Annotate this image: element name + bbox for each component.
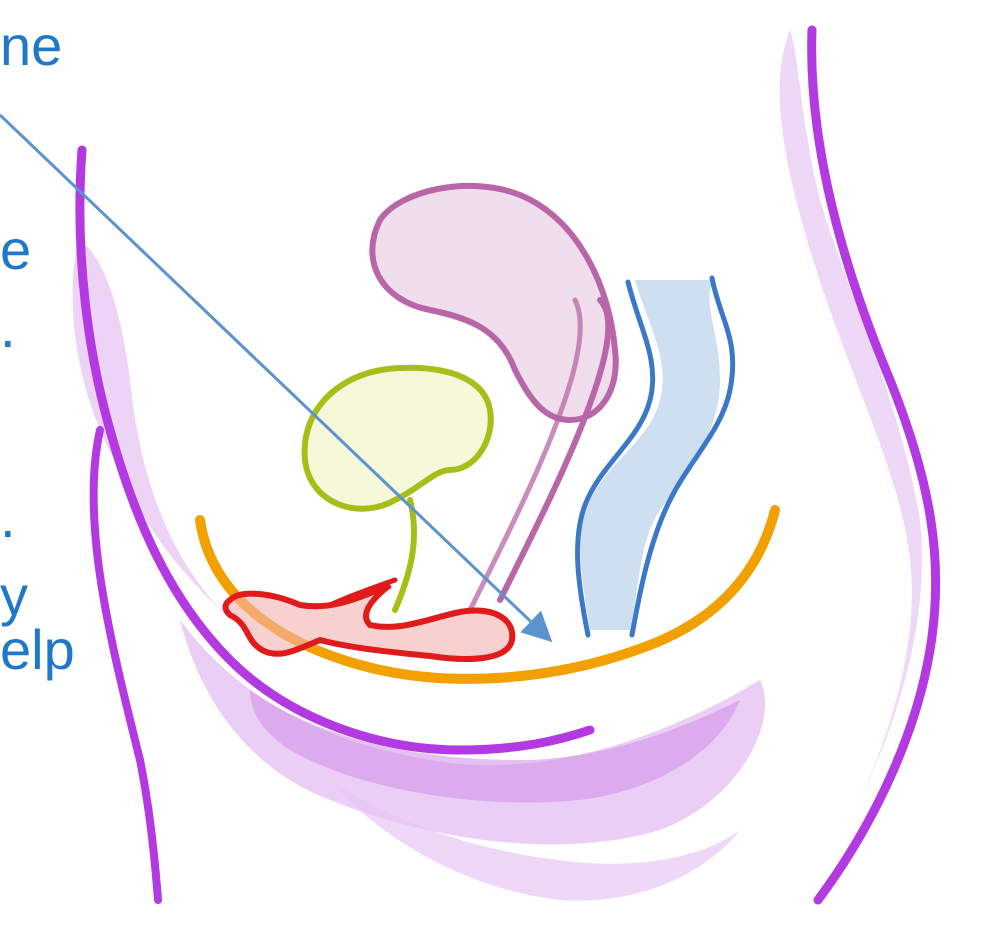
urethra	[395, 500, 414, 610]
right-body-soft-shade	[780, 30, 922, 820]
bladder	[305, 368, 491, 509]
external-genitals	[226, 585, 513, 659]
right-body-outline	[812, 30, 936, 900]
